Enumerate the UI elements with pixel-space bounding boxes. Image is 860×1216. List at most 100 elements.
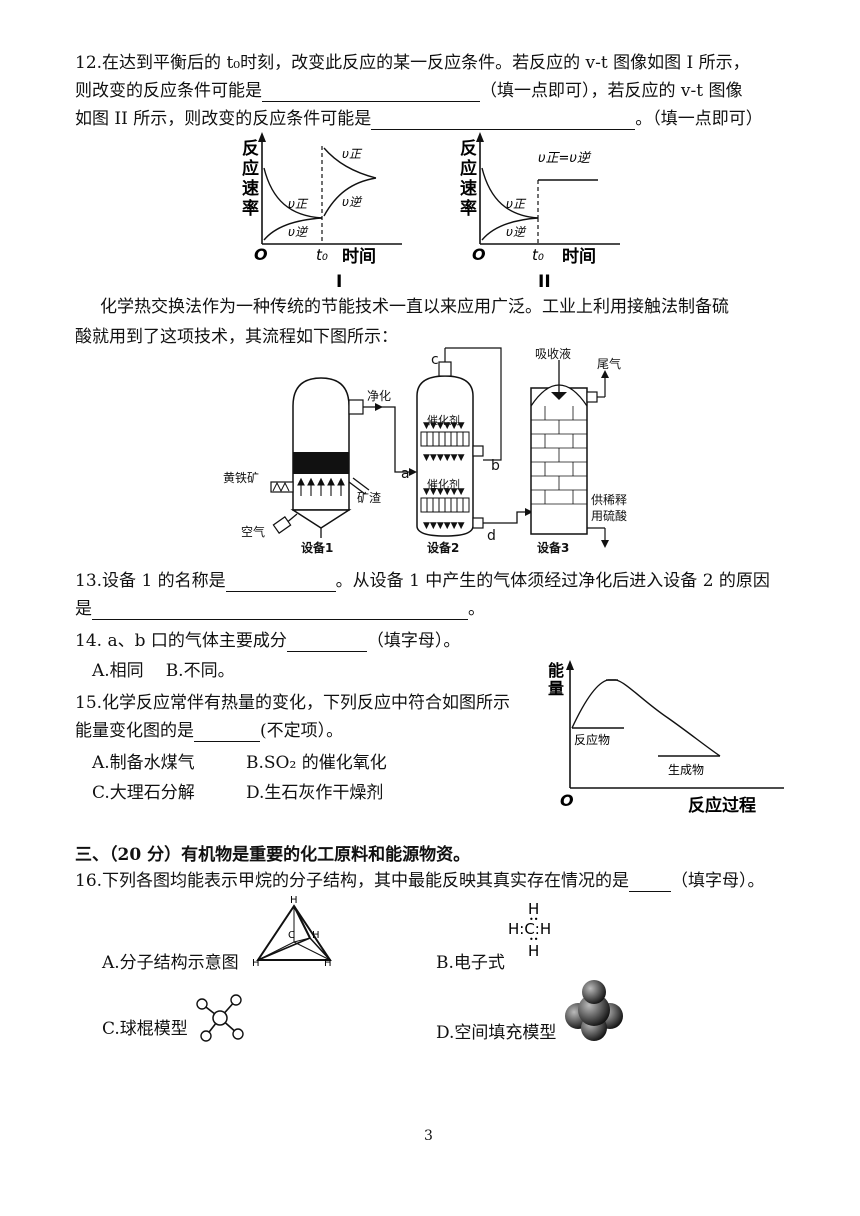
graph2-reverse-curve — [481, 217, 539, 241]
q16-option-d[interactable]: D.空间填充模型 — [436, 1023, 557, 1043]
methane-space-filling-model — [565, 980, 623, 1041]
elec-h-c-h: H:C:H — [508, 920, 551, 938]
graph1-origin: O — [254, 245, 268, 264]
q15-line2-pre: 能量变化图的是 — [75, 721, 194, 741]
q14-stem-pre: 14. a、b 口的气体主要成分 — [75, 631, 287, 651]
graph1-reverse-curve-after — [323, 177, 377, 217]
elec-dots-top: •• — [529, 915, 538, 924]
q16-option-c[interactable]: C.球棍模型 — [102, 1019, 188, 1039]
q16-answer-blank[interactable] — [629, 873, 672, 892]
graph1-ylabel-1: 反 — [242, 139, 259, 159]
energy-products-label: 生成物 — [668, 763, 704, 777]
graph1-v-forward-top: υ正 — [342, 147, 363, 161]
q14-option-b[interactable]: B.不同。 — [165, 661, 235, 681]
flow-label-pyrite: 黄铁矿 — [223, 471, 259, 485]
section3-title: 三、（20 分）有机物是重要的化工原料和能源物资。 — [75, 845, 471, 865]
svg-text:▼▼▼▼▼▼: ▼▼▼▼▼▼ — [423, 521, 465, 531]
q13-line2: 是。 — [75, 598, 485, 620]
vt-graph-2: 反 应 速 率 υ正 υ逆 υ正=υ逆 O t₀ 时间 II — [460, 132, 620, 292]
q14-option-a[interactable]: A.相同 — [92, 661, 144, 681]
q16-option-b[interactable]: B.电子式 — [436, 953, 505, 973]
q15-line2-post: (不定项）。 — [260, 721, 344, 741]
flow-port-b: b — [491, 458, 500, 474]
q12-answer-blank-1[interactable] — [262, 83, 480, 102]
graph2-roman: II — [538, 272, 551, 292]
q16-stem-post: （填字母）。 — [671, 871, 765, 891]
q16-option-a[interactable]: A.分子结构示意图 — [102, 953, 239, 973]
energy-ylabel-1: 能 — [548, 661, 564, 680]
graph2-y-arrow-icon — [476, 132, 484, 142]
graph1-y-arrow-icon — [258, 132, 266, 142]
methane-electron-formula: H H:C:H H •• •• — [508, 900, 551, 960]
graph1-reverse-curve — [263, 217, 323, 241]
graph2-v-reverse: υ逆 — [506, 225, 527, 239]
flow-label-air: 空气 — [241, 524, 265, 539]
struct-h-right: H — [312, 930, 320, 941]
q13-line1: 13.设备 1 的名称是。从设备 1 中产生的气体须经过净化后进入设备 2 的原… — [75, 570, 770, 592]
svg-text:▼▼▼▼▼▼: ▼▼▼▼▼▼ — [423, 487, 465, 497]
q14-stem-post: （填字母）。 — [366, 631, 461, 651]
pyrite-feeder — [270, 481, 294, 493]
q15-option-d[interactable]: D.生石灰作干燥剂 — [246, 783, 384, 803]
flow-label-catalyst-2: 催化剂 — [427, 477, 460, 491]
q15-option-b[interactable]: B.SO₂ 的催化氧化 — [246, 753, 387, 773]
q13-line2-post: 。 — [468, 599, 485, 619]
graph1-roman: I — [336, 272, 342, 292]
q12-line3: 如图 II 所示，则改变的反应条件可能是。（填一点即可） — [75, 108, 763, 130]
q15-option-a[interactable]: A.制备水煤气 — [92, 753, 195, 773]
q12-line3-pre: 如图 II 所示，则改变的反应条件可能是 — [75, 109, 372, 129]
struct-h-left: H — [252, 958, 260, 969]
flow-label-catalyst-1: 催化剂 — [427, 413, 460, 427]
page-number: 3 — [424, 1128, 433, 1144]
graph2-ylabel-1: 反 — [460, 139, 477, 159]
q13-line2-pre: 是 — [75, 599, 92, 619]
graph2-v-forward: υ正 — [506, 197, 527, 211]
energy-ylabel-2: 量 — [548, 679, 564, 698]
q12-line2-pre: 则改变的反应条件可能是 — [75, 81, 262, 101]
methane-structure-diagram: H C H H H — [252, 895, 332, 969]
graph2-equal-label: υ正=υ逆 — [538, 151, 592, 166]
graph1-ylabel-3: 速 — [242, 178, 259, 199]
flow-port-d: d — [487, 528, 496, 544]
q14-stem: 14. a、b 口的气体主要成分 （填字母）。 — [75, 630, 460, 652]
struct-c: C — [288, 930, 295, 941]
graph1-v-reverse-top: υ逆 — [342, 195, 363, 209]
intro-line2: 酸就用到了这项技术，其流程如下图所示： — [75, 327, 398, 347]
q12-line1: 12.在达到平衡后的 t₀时刻，改变此反应的某一反应条件。若反应的 v-t 图像… — [75, 53, 750, 73]
q15-line2: 能量变化图的是 (不定项）。 — [75, 720, 343, 742]
intro-line1: 化学热交换法作为一种传统的节能技术一直以来应用广泛。工业上利用接触法制备硫 — [100, 297, 729, 317]
elec-dots-bottom: •• — [529, 935, 538, 944]
q12-line2-post: （填一点即可），若反应的 v-t 图像 — [480, 81, 743, 101]
graph1-ylabel-4: 率 — [242, 198, 259, 219]
flow-port-c: c — [431, 352, 439, 368]
graph2-xlabel: 时间 — [562, 246, 596, 267]
graph1-xlabel: 时间 — [342, 246, 376, 267]
energy-reactants-label: 反应物 — [574, 732, 610, 747]
flow-port-a: a — [401, 466, 410, 482]
graph2-forward-curve — [481, 167, 539, 219]
flow-label-purify: 净化 — [367, 389, 391, 403]
energy-diagram: 能 量 反应物 生成物 O 反应过程 — [548, 660, 784, 816]
q13-answer-blank-2[interactable] — [92, 601, 468, 620]
energy-xlabel: 反应过程 — [688, 795, 756, 816]
svg-text:▼▼▼▼▼▼: ▼▼▼▼▼▼ — [423, 421, 465, 431]
flow-label-device1: 设备1 — [301, 540, 333, 555]
graph1-t0: t₀ — [316, 246, 328, 264]
flow-label-acid-2: 用硫酸 — [591, 508, 627, 523]
q13-line1-pre: 13.设备 1 的名称是 — [75, 571, 226, 591]
graph1-ylabel-2: 应 — [242, 158, 259, 179]
struct-h-top: H — [290, 895, 298, 906]
q15-option-c[interactable]: C.大理石分解 — [92, 783, 195, 803]
q12-answer-blank-2[interactable] — [371, 111, 636, 130]
graph2-ylabel-2: 应 — [460, 158, 477, 179]
q14-answer-blank[interactable] — [286, 633, 367, 652]
methane-ball-stick-model — [196, 994, 244, 1042]
device3-absorber — [530, 360, 609, 548]
q13-answer-blank-1[interactable] — [225, 573, 336, 592]
pipe-c-loop — [483, 347, 502, 461]
vt-graph-1: 反 应 速 率 υ正 υ逆 υ正 υ逆 O t₀ 时间 I — [242, 132, 402, 292]
process-flow-diagram: ▼▼▼▼▼▼ ▼▼▼▼▼▼ ▼▼▼▼▼▼ ▼▼▼▼▼▼ 净化 — [223, 346, 627, 555]
q15-answer-blank[interactable] — [194, 723, 260, 742]
graph1-v-forward: υ正 — [288, 197, 309, 211]
q16-stem-pre: 16.下列各图均能表示甲烷的分子结构，其中最能反映其真实存在情况的是 — [75, 871, 630, 891]
